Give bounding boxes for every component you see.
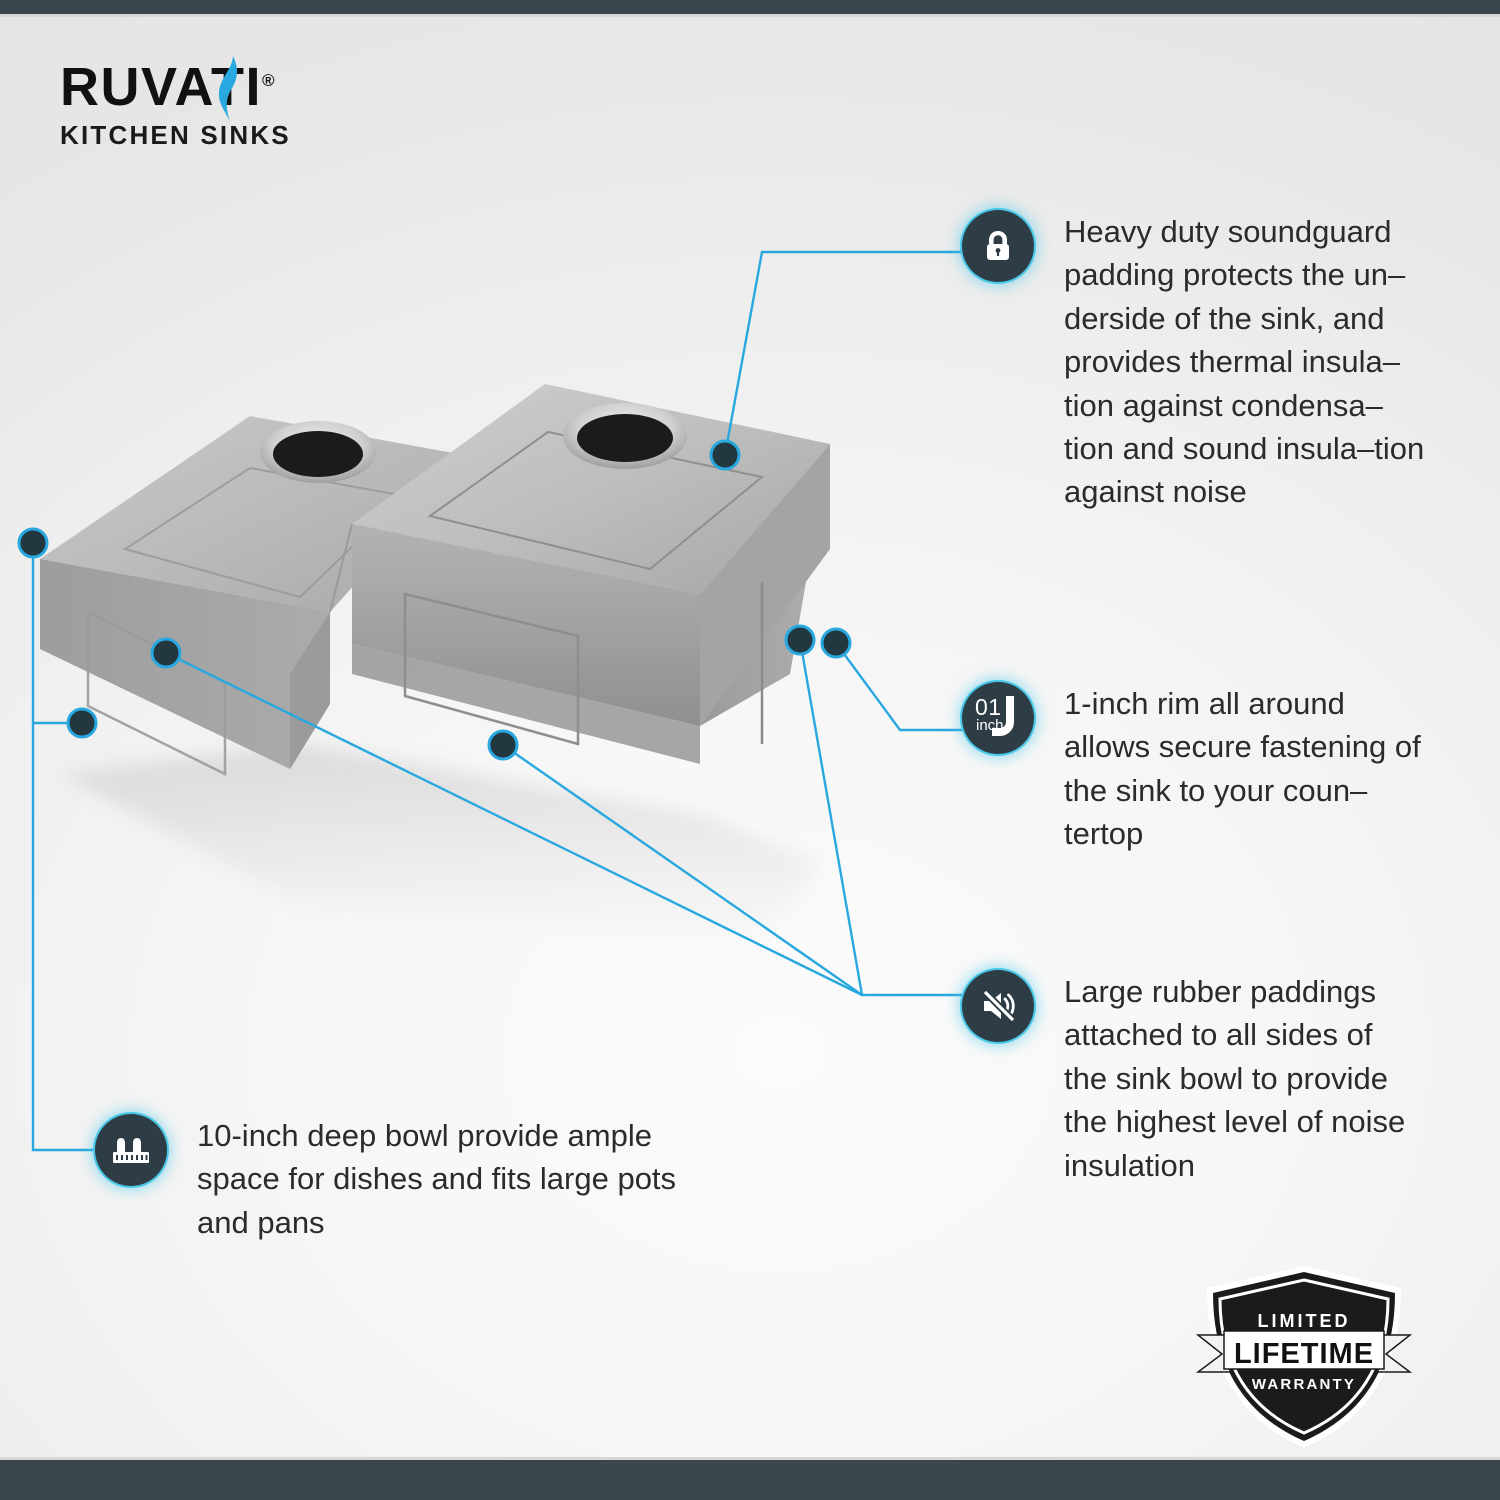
callout-rubber-text: Large rubber paddings attached to all si… bbox=[1064, 974, 1406, 1183]
callout-depth-text: 10-inch deep bowl provide ample space fo… bbox=[197, 1118, 677, 1240]
mute-speaker-icon bbox=[962, 970, 1034, 1042]
brand-logo: RUVATI® KITCHEN SINKS bbox=[60, 56, 360, 170]
one-inch-rim-icon: 01 inch bbox=[962, 682, 1034, 754]
frame-bottom-band bbox=[0, 1460, 1500, 1500]
frame-top-hairline bbox=[0, 14, 1500, 17]
callout-depth: 10-inch deep bowl provide ample space fo… bbox=[95, 1114, 735, 1244]
callout-rim: 01 inch 1-inch rim all around allows sec… bbox=[962, 682, 1422, 856]
callout-soundguard-text: Heavy duty soundguard padding protects t… bbox=[1064, 214, 1425, 510]
warranty-line-warranty: WARRANTY bbox=[1251, 1376, 1357, 1393]
depth-ruler-icon bbox=[95, 1114, 167, 1186]
callout-soundguard: Heavy duty soundguard padding protects t… bbox=[962, 210, 1432, 514]
product-image-sink bbox=[40, 384, 830, 944]
callout-rim-text: 1-inch rim all around allows secure fast… bbox=[1064, 686, 1421, 852]
frame-bottom-hairline bbox=[0, 1457, 1500, 1460]
content-area: RUVATI® KITCHEN SINKS Heavy duty soundgu… bbox=[0, 14, 1500, 1457]
brand-name: RUVATI® bbox=[60, 57, 277, 117]
brand-tagline: KITCHEN SINKS bbox=[60, 120, 291, 150]
frame-top-band bbox=[0, 0, 1500, 14]
lock-icon bbox=[962, 210, 1034, 282]
warranty-badge: LIMITED LIFETIME WARRANTY bbox=[1196, 1262, 1412, 1452]
rim-icon-number: 01 bbox=[975, 694, 1002, 720]
warranty-line-lifetime: LIFETIME bbox=[1233, 1338, 1375, 1370]
callout-rubber: Large rubber paddings attached to all si… bbox=[962, 970, 1422, 1187]
registered-mark: ® bbox=[261, 71, 277, 90]
water-flame-icon bbox=[218, 56, 238, 122]
warranty-line-limited: LIMITED bbox=[1257, 1311, 1351, 1331]
